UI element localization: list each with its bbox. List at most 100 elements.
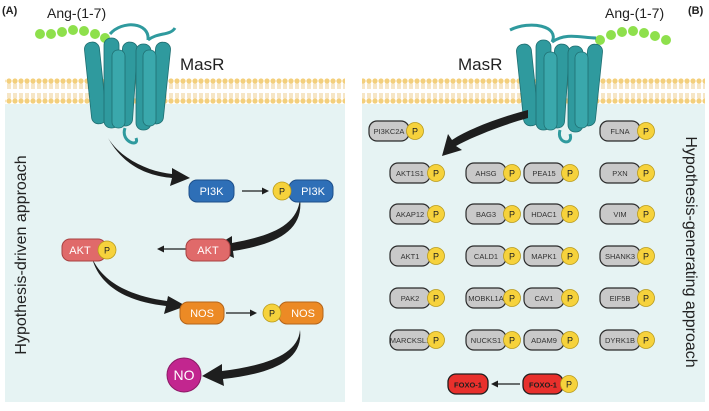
protein-node: BAG3 P	[465, 203, 521, 225]
protein-node: MAPK1 P	[523, 245, 579, 267]
left-cytoplasm	[5, 104, 345, 402]
phospho-badge: P	[503, 331, 521, 349]
phospho-badge: P	[637, 289, 655, 307]
svg-text:P: P	[433, 169, 439, 179]
svg-text:P: P	[433, 210, 439, 220]
svg-text:P: P	[509, 336, 515, 346]
straight-arrow-foxo	[491, 380, 520, 388]
protein-node: AKT1S1 P	[389, 162, 445, 184]
right-approach-label: Hypothesis-generating approach	[682, 136, 699, 367]
svg-text:PI3K: PI3K	[200, 186, 225, 198]
curved-arrows-left	[92, 138, 301, 386]
protein-label: VIM	[613, 210, 626, 219]
svg-text:P: P	[509, 169, 515, 179]
phospho-badge: P	[561, 331, 579, 349]
protein-node: CAV1 P	[523, 287, 579, 309]
straight-arrows-left	[157, 187, 269, 317]
protein-label: MAPK1	[531, 252, 556, 261]
phospho-badge: P	[272, 181, 292, 201]
protein-node: AKAP12 P	[389, 203, 445, 225]
protein-label: PEA15	[532, 169, 555, 178]
pathway-node-akt: AKT	[185, 238, 231, 262]
protein-label: EIF5B	[610, 294, 631, 303]
protein-node: NUCKS1 P	[465, 329, 521, 351]
protein-label: PXN	[612, 169, 627, 178]
phospho-badge: P	[561, 247, 579, 265]
protein-label: BAG3	[476, 210, 496, 219]
phospho-badge: P	[561, 289, 579, 307]
pathway-node-nos-phospho: NOS P	[262, 301, 324, 325]
svg-text:P: P	[433, 294, 439, 304]
phospho-badge: P	[637, 205, 655, 223]
svg-text:P: P	[643, 210, 649, 220]
receptor-label-left: MasR	[180, 55, 224, 74]
svg-text:FOXO-1: FOXO-1	[454, 381, 482, 390]
protein-label: MOBKL1A	[468, 294, 503, 303]
protein-label: PI3KC2A	[374, 127, 405, 136]
phospho-badge: P	[406, 122, 424, 140]
svg-text:P: P	[567, 169, 573, 179]
protein-label: ADAM9	[531, 336, 557, 345]
protein-label: CALD1	[474, 252, 498, 261]
protein-label: CAV1	[534, 294, 553, 303]
protein-node: DYRK1B P	[599, 329, 655, 351]
svg-text:AKT: AKT	[197, 245, 219, 257]
protein-label: AKT1S1	[396, 169, 424, 178]
protein-node: ADAM9 P	[523, 329, 579, 351]
pathway-node-no: NO	[166, 357, 202, 393]
svg-text:P: P	[643, 336, 649, 346]
protein-label: DYRK1B	[605, 336, 635, 345]
phospho-badge: P	[427, 247, 445, 265]
svg-text:P: P	[433, 252, 439, 262]
protein-node: CALD1 P	[465, 245, 521, 267]
ligand-chain-right	[595, 26, 671, 45]
svg-text:P: P	[567, 252, 573, 262]
phospho-badge: P	[637, 331, 655, 349]
phospho-badge: P	[503, 164, 521, 182]
left-membrane	[5, 78, 345, 104]
phospho-badge: P	[503, 289, 521, 307]
panel-label-a: (A)	[2, 5, 18, 17]
pathway-node-akt-phospho: AKT P	[61, 238, 117, 262]
protein-label: HDAC1	[531, 210, 556, 219]
svg-text:P: P	[567, 336, 573, 346]
protein-node: EIF5B P	[599, 287, 655, 309]
protein-label: AKAP12	[396, 210, 424, 219]
protein-label: NUCKS1	[471, 336, 501, 345]
pathway-node-pi3k: PI3K	[188, 179, 235, 203]
left-approach-label: Hypothesis-driven approach	[13, 155, 30, 354]
foxo-node-phospho: FOXO-1 P	[522, 373, 578, 395]
masr-receptor-left	[84, 23, 177, 145]
svg-text:P: P	[509, 294, 515, 304]
foxo-node: FOXO-1	[447, 373, 489, 395]
pathway-node-nos: NOS	[179, 301, 225, 325]
pathway-node-pi3k-phospho: PI3K P	[272, 179, 334, 203]
svg-text:NOS: NOS	[291, 308, 315, 320]
phospho-badge: P	[637, 247, 655, 265]
svg-text:P: P	[104, 246, 110, 256]
phospho-badge: P	[560, 375, 578, 393]
protein-node: PEA15 P	[523, 162, 579, 184]
svg-text:NO: NO	[174, 367, 195, 383]
svg-text:P: P	[509, 210, 515, 220]
svg-text:P: P	[567, 294, 573, 304]
protein-node: VIM P	[599, 203, 655, 225]
phospho-badge: P	[427, 205, 445, 223]
svg-text:P: P	[509, 252, 515, 262]
svg-text:AKT: AKT	[69, 245, 91, 257]
masr-receptor-right	[509, 23, 603, 144]
protein-label: AKT1	[401, 252, 420, 261]
receptor-label-right: MasR	[458, 55, 502, 74]
curved-arrow-right	[442, 110, 528, 156]
svg-text:FOXO-1: FOXO-1	[529, 381, 557, 390]
ligand-label-left: Ang-(1-7)	[47, 5, 106, 21]
ligand-chain-left	[35, 25, 110, 43]
